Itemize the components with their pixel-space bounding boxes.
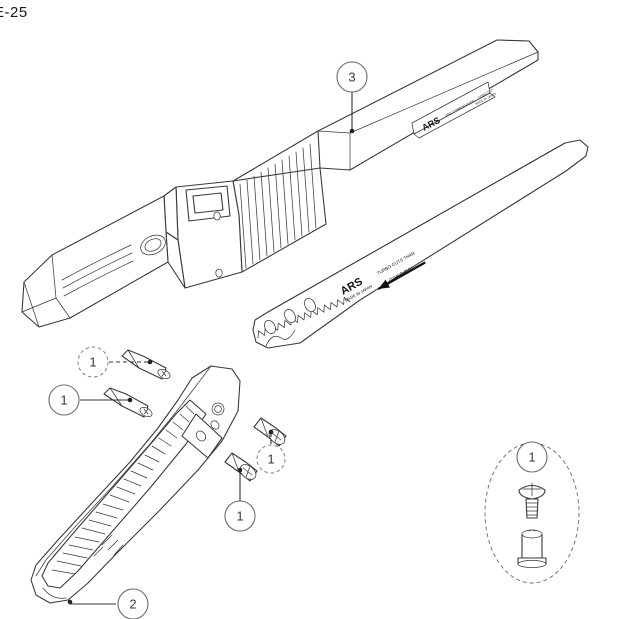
fastener-detail-bubble: [484, 442, 580, 584]
handle-embossed-text: [93, 534, 124, 557]
document-code: E-25: [0, 4, 28, 21]
callout-1a-label: 1: [89, 355, 96, 370]
callout-3-label: 3: [348, 70, 355, 85]
callout-1b-label: 1: [60, 393, 67, 408]
detail-bubble-outline: [484, 442, 580, 584]
scabbard-label-plate: ARS ARS CORPORATION TURBO CUT MADE IN JA…: [411, 81, 497, 139]
callout-bubble-1c[interactable]: 1: [256, 444, 286, 474]
detail-pan-head-screw: [518, 482, 546, 519]
callout-2-label: 2: [129, 597, 136, 612]
callout-bubble-1a[interactable]: 1: [77, 346, 109, 378]
scabbard-ribbed-section: [232, 130, 327, 273]
detail-barrel-nut: [517, 529, 547, 568]
part-1-fasteners: [80, 349, 287, 501]
callout-1e-label: 1: [528, 450, 535, 465]
callout-bubble-2[interactable]: 2: [117, 588, 149, 619]
callout-1d-label: 1: [236, 509, 243, 524]
callout-1c-label: 1: [267, 452, 274, 467]
pan-screw-left: [224, 452, 258, 482]
callout-bubbles: 3 1 1 1 1 2: [48, 61, 548, 619]
callout-bubble-3[interactable]: 3: [336, 61, 368, 93]
scabbard-mounting-block: [163, 180, 243, 289]
callout-bubble-1d[interactable]: 1: [224, 500, 256, 532]
callout-2-anchor: [67, 599, 73, 605]
saw-blade: ARS MADE IN JAPAN TURBO CUTS THAN OTHER …: [252, 139, 589, 349]
part-3-saw-scabbard-assembly: ARS ARS CORPORATION TURBO CUT MADE IN JA…: [21, 39, 589, 349]
scabbard-flat-handle: [21, 195, 169, 328]
part-2-curved-grip-handle: [30, 365, 241, 605]
barrel-nut-lower: [103, 387, 153, 418]
barrel-nut-upper: [121, 349, 171, 380]
callout-3-anchor: [349, 128, 355, 134]
callout-bubble-1b[interactable]: 1: [48, 384, 80, 416]
scabbard-body: [312, 39, 539, 171]
grip-ribs: [51, 405, 195, 575]
svg-text:TURBO CUT: TURBO CUT: [477, 88, 494, 100]
callout-bubble-1e[interactable]: 1: [516, 441, 548, 473]
